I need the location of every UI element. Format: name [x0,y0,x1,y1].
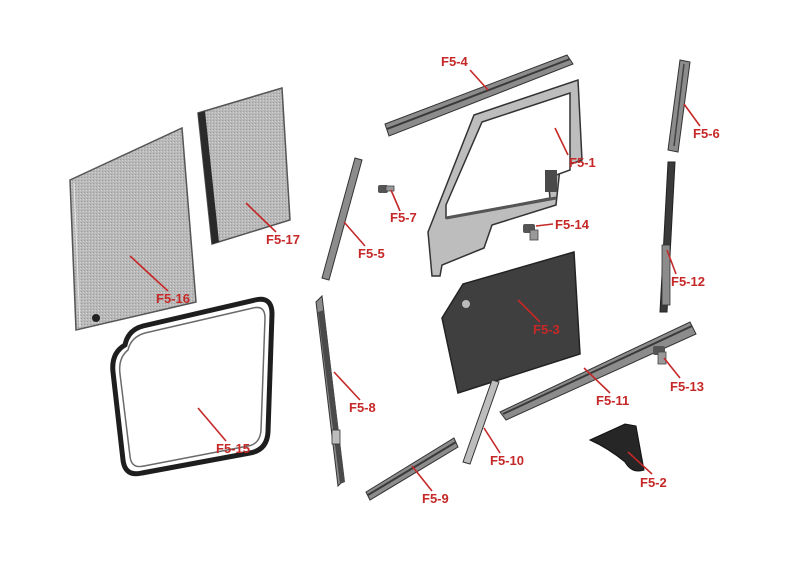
leader-f5-8 [333,371,361,401]
part-f5-16-glass-panel [69,126,197,331]
part-f5-10-short-strip [462,379,500,465]
label-f5-7: F5-7 [390,210,417,225]
part-f5-3-trim-panel [441,251,581,394]
label-f5-1: F5-1 [569,155,596,170]
leader-f5-15 [197,407,227,442]
part-f5-2-kick-panel [588,423,645,472]
label-f5-3: F5-3 [533,322,560,337]
leader-f5-10 [483,427,501,454]
leader-f5-2 [627,451,653,475]
label-f5-15: F5-15 [216,441,250,456]
label-f5-17: F5-17 [266,232,300,247]
leader-f5-1 [554,127,569,156]
leader-f5-17 [245,202,277,233]
leader-f5-4 [469,69,489,91]
part-f5-5-vertical-strip [321,157,363,281]
label-f5-5: F5-5 [358,246,385,261]
part-f5-15-window-seal [110,296,275,477]
part-f5-11-lower-strip [499,321,697,421]
label-f5-10: F5-10 [490,453,524,468]
leader-f5-13 [663,357,681,379]
part-f5-9-sill-strip [365,437,459,501]
label-f5-9: F5-9 [422,491,449,506]
leader-f5-5 [343,221,366,247]
leader-f5-16 [129,255,169,292]
leader-f5-12 [666,249,677,275]
label-f5-6: F5-6 [693,126,720,141]
part-f5-7-bolt [378,185,395,193]
part-f5-6-strip [667,59,691,153]
part-f5-14-bolt [523,224,539,241]
leader-f5-7 [390,189,401,212]
leader-f5-14 [535,223,554,227]
part-f5-12-channel [659,161,676,313]
part-f5-13-bolt [653,346,667,365]
label-f5-11: F5-11 [596,393,629,408]
label-f5-2: F5-2 [640,475,667,490]
part-labels: F5-1 F5-2 F5-3 F5-4 F5-5 F5-6 F5-7 F5-8 … [156,54,720,506]
leader-f5-11 [583,367,611,394]
label-f5-14: F5-14 [555,217,590,232]
leader-lines [129,69,701,492]
label-f5-4: F5-4 [441,54,469,69]
label-f5-13: F5-13 [670,379,704,394]
label-f5-16: F5-16 [156,291,190,306]
part-f5-17-glass-panel [197,87,291,245]
part-f5-8-pillar [315,294,345,488]
leader-f5-3 [517,299,541,323]
label-f5-8: F5-8 [349,400,376,415]
leader-f5-6 [683,103,701,127]
part-f5-1-door-frame [427,78,583,277]
leader-f5-9 [411,465,433,492]
part-f5-4-top-strip [384,54,574,137]
label-f5-12: F5-12 [671,274,705,289]
